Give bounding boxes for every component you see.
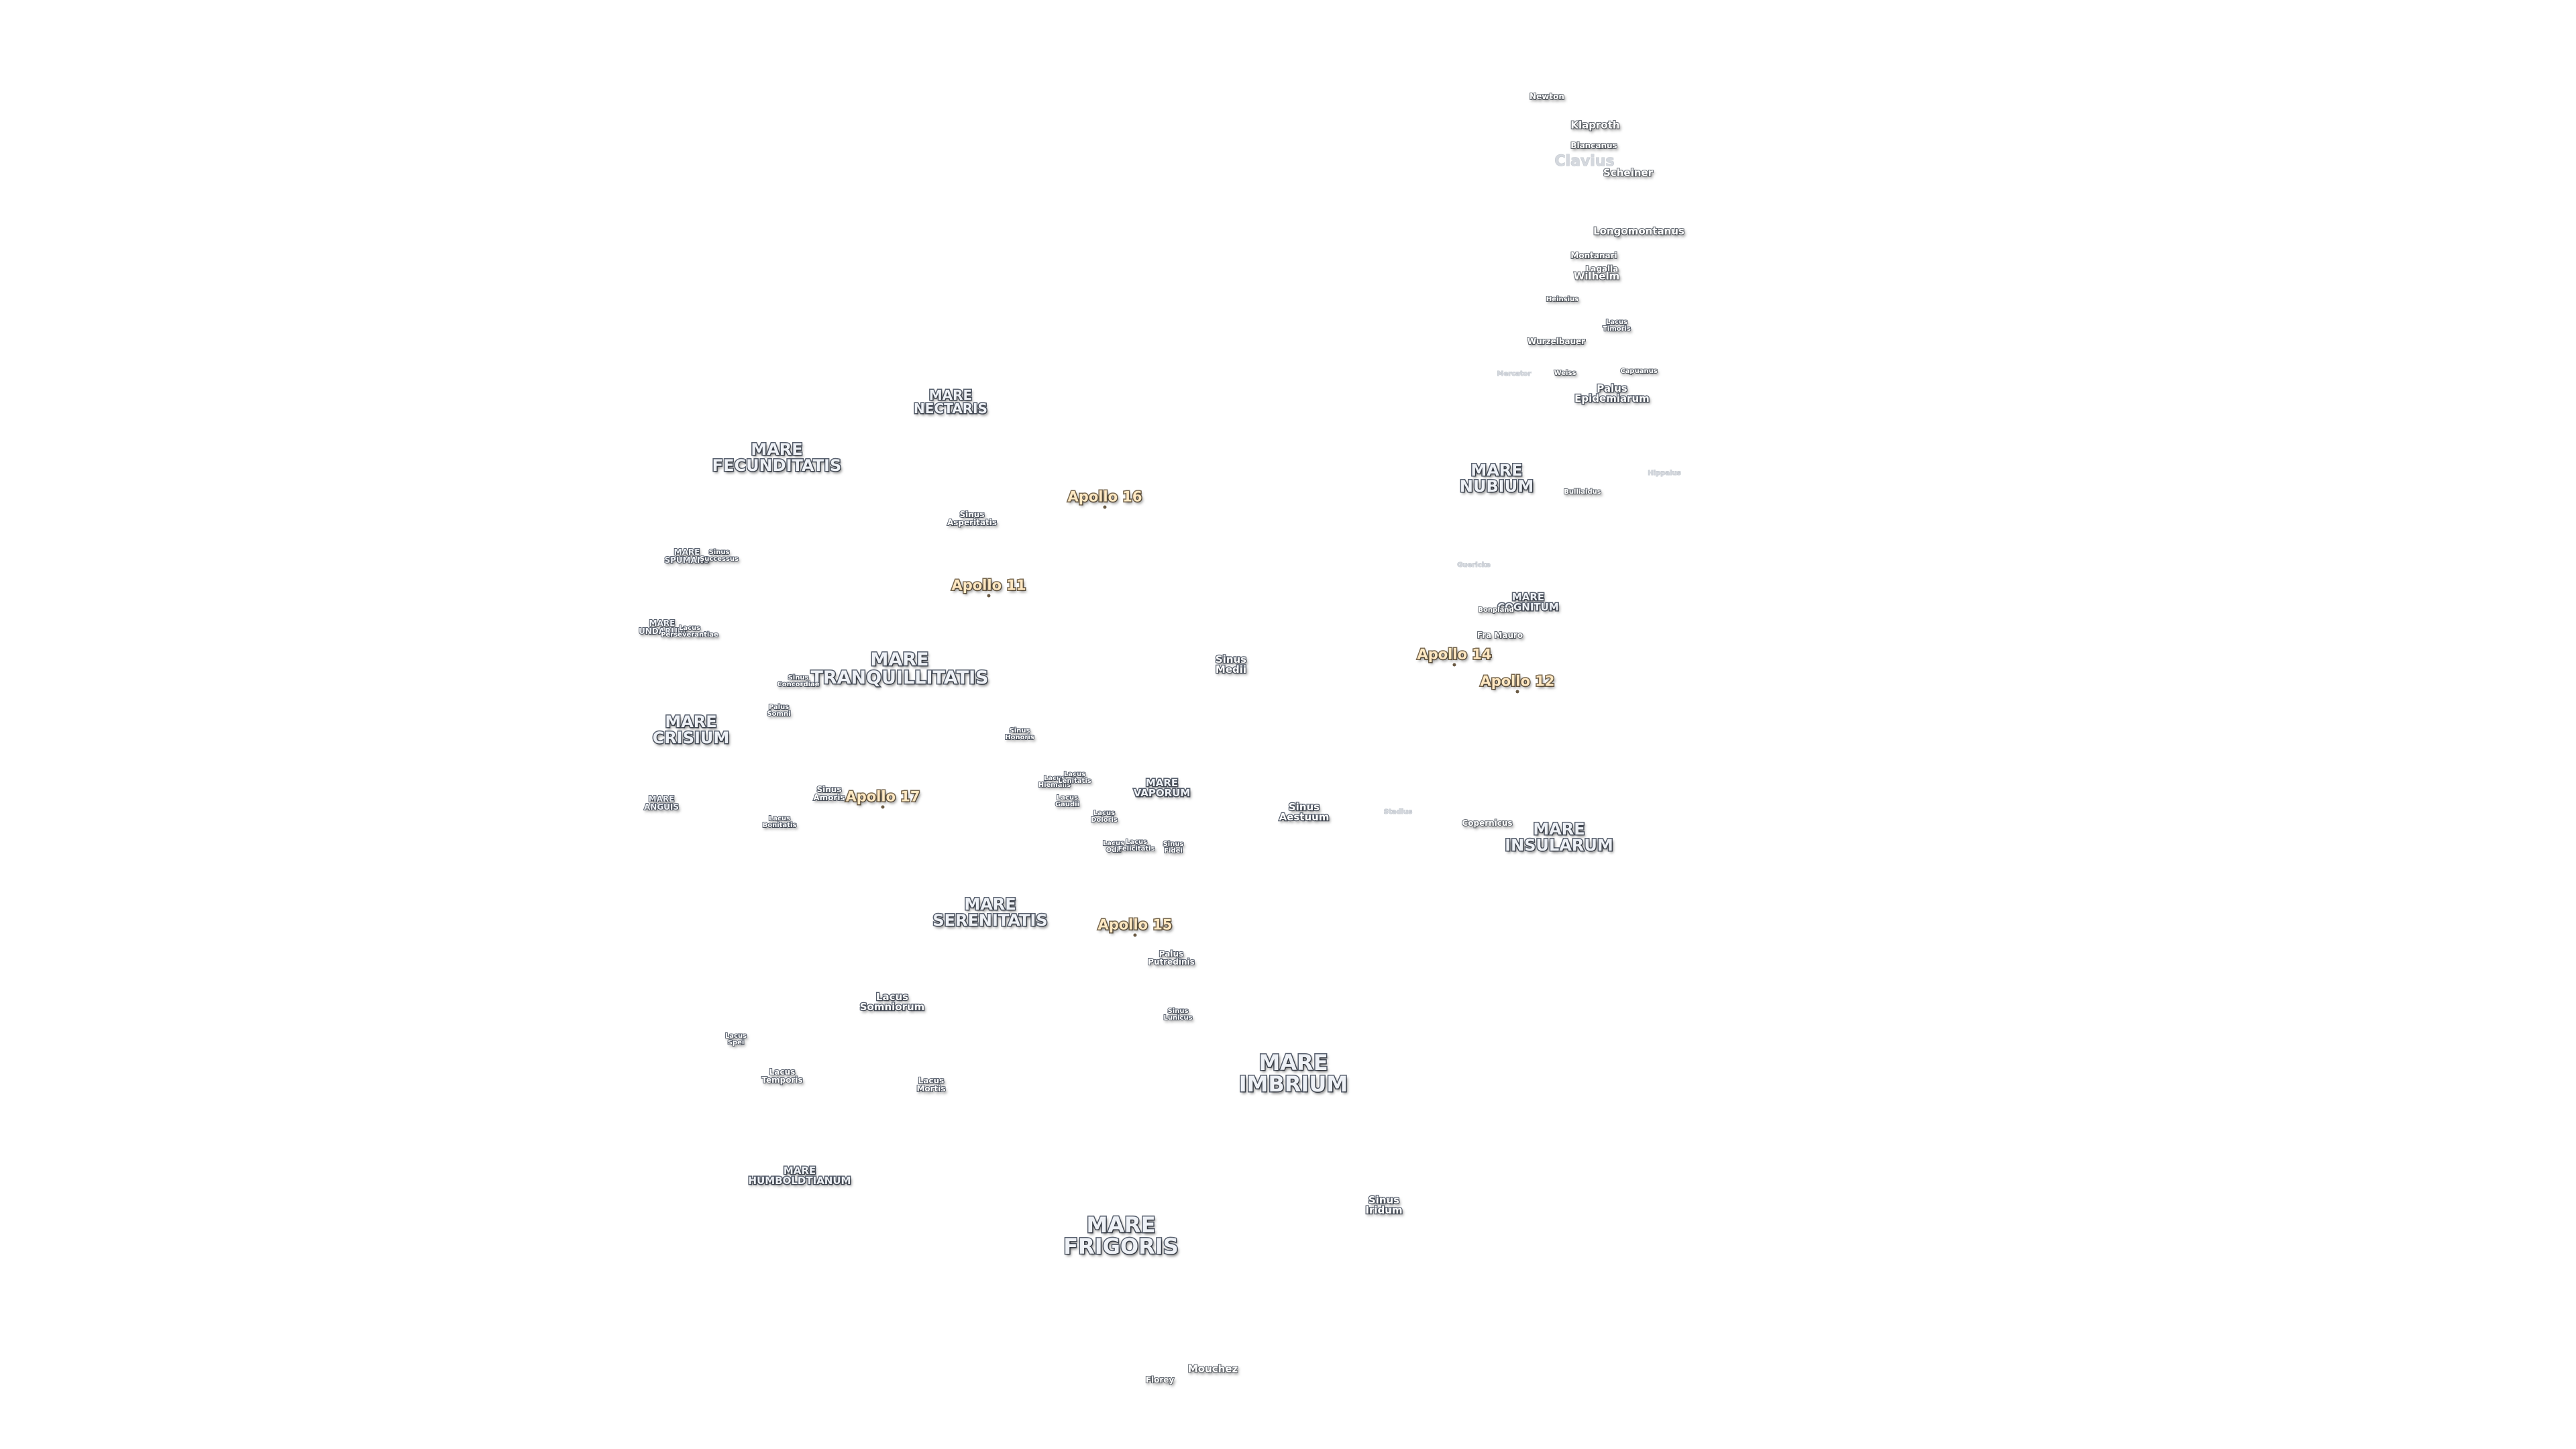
crater-newton-label: Newton [1529,92,1565,101]
apollo-16-marker [1103,505,1107,509]
lacus-bonitatis-label: Lacus Bonitatis [762,815,798,830]
apollo-11-label[interactable]: Apollo 11 [951,578,1027,598]
lacus-somniorum-label: Lacus Somniorum [859,991,925,1013]
sinus-successus-label: Sinus Successus [699,549,739,564]
crater-weiss-label: Weiss [1554,370,1577,378]
sinus-iridum-label: Sinus Iridum [1364,1194,1403,1216]
lacus-felicitatis-label: Lacus Felicitatis [1117,839,1155,853]
palus-somni-label: Palus Somni [766,704,791,718]
crater-lagalla-label: Lagalla [1585,264,1619,274]
crater-copernicus-label: Copernicus [1461,818,1513,828]
lacus-hiemalis-label: Lacus Hiemalis [1038,775,1072,790]
apollo-12-marker [1515,690,1519,694]
lacus-timoris-label: Lacus Timoris [1602,319,1631,333]
apollo-15-label[interactable]: Apollo 15 [1097,917,1173,937]
crater-hippalus-label: Hippalus [1648,470,1681,477]
apollo-16-label[interactable]: Apollo 16 [1067,489,1143,509]
sinus-aestuum-label: Sinus Aestuum [1278,801,1330,823]
lacus-spei-label: Lacus Spei [724,1032,747,1047]
crater-fra-mauro-label: Fra Mauro [1477,631,1523,640]
sinus-asperitatis-label: Sinus Asperitatis [947,510,998,527]
lacus-gaudii-label: Lacus Gaudii [1055,794,1080,809]
mare-serenitatis-label: MARE SERENITATIS [932,895,1049,930]
mare-crisium-label: MARE CRISIUM [651,712,731,747]
mare-undarum-label: MARE UNDARUM [638,619,686,636]
palus-epidemiarum-label: Palus Epidemiarum [1574,382,1650,405]
crater-clavius-label: Clavius [1554,153,1615,170]
mare-anguis-label: MARE ANGUIS [643,794,680,812]
palus-putredinis-label: Palus Putredinis [1147,949,1195,967]
mare-insularum-label: MARE INSULARUM [1504,820,1615,855]
mare-cognitum-label: MARE COGNITUM [1497,591,1560,613]
crater-scheiner-label: Scheiner [1603,166,1654,179]
apollo-14-label[interactable]: Apollo 14 [1416,647,1493,667]
apollo-17-label[interactable]: Apollo 17 [845,789,921,809]
apollo-17-marker [881,805,885,809]
mare-nubium-label: MARE NUBIUM [1458,461,1534,496]
mare-nectaris-label: MARE NECTARIS [913,387,989,417]
sinus-concordiae-label: Sinus Concordiae [776,674,820,689]
mare-spumans-label: MARE SPUMANS [663,547,710,565]
crater-klaproth-label: Klaproth [1570,119,1620,131]
lacus-odii-label: Lacus Odii [1102,840,1125,855]
sinus-amoris-label: Sinus Amoris [812,785,845,802]
apollo-15-marker [1133,933,1137,937]
mare-tranquillitatis-label: MARE TRANQUILLITATIS [810,649,989,688]
crater-mouchez-label: Mouchez [1187,1362,1238,1375]
crater-montanari-label: Montanari [1570,251,1617,260]
lacus-mortis-label: Lacus Mortis [916,1076,946,1093]
crater-wilhelm-label: Wilhelm [1573,270,1620,282]
mare-fecunditatis-label: MARE FECUNDITATIS [711,440,843,475]
crater-wurzelbauer-label: Wurzelbauer [1527,337,1586,346]
sinus-fidei-label: Sinus Fidei [1163,841,1185,855]
lacus-lenitatis-label: Lacus Lenitatis [1057,771,1091,786]
crater-capuanus-label: Capuanus [1619,368,1658,376]
crater-guericke-label: Guericke [1457,561,1491,569]
sinus-lunicus-label: Sinus Lunicus [1163,1008,1193,1022]
crater-bullialdus-label: Bullialdus [1563,488,1601,496]
mare-vaporum-label: MARE VAPORUM [1132,777,1191,799]
mare-humboldtianum-label: MARE HUMBOLDTIANUM [747,1165,852,1187]
crater-stadius-label: Stadius [1383,808,1413,816]
crater-longomontanus-label: Longomontanus [1593,225,1685,237]
sinus-honoris-label: Sinus Honoris [1004,727,1035,742]
apollo-12-label[interactable]: Apollo 12 [1479,674,1556,694]
lacus-temporis-label: Lacus Temporis [761,1067,803,1085]
apollo-11-marker [987,594,991,598]
apollo-14-marker [1452,663,1456,667]
mare-frigoris-label: MARE FRIGORIS [1063,1212,1179,1259]
crater-blancanus-label: Blancanus [1570,141,1617,150]
crater-bonpland-label: Bonpland [1477,606,1514,614]
crater-mercator-label: Mercator [1497,370,1532,378]
sinus-medii-label: Sinus Medii [1215,653,1248,676]
lacus-perseverantiae-label: Lacus Perseverantiae [660,625,719,639]
mare-imbrium-label: MARE IMBRIUM [1238,1050,1349,1097]
lacus-doloris-label: Lacus Doloris [1090,810,1118,824]
crater-heinsius-label: Heinsius [1546,296,1579,304]
crater-florey-label: Florey [1145,1375,1175,1385]
